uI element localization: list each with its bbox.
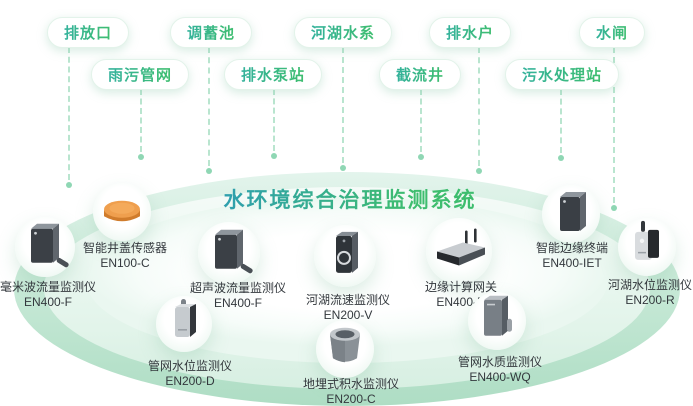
device-node-manhole [93, 183, 151, 241]
tag-label: 水闸 [595, 25, 629, 42]
device-label: 智能井盖传感器 EN100-C [83, 241, 167, 271]
device-label: 河湖水位监测仪 EN200-R [608, 278, 692, 308]
buried-water-monitor-icon [330, 327, 360, 363]
tag-paishuibengzhan: 排水泵站 [223, 59, 323, 90]
connector-line [206, 47, 212, 174]
tag-label: 河湖水系 [310, 25, 376, 42]
device-name: 超声波流量监测仪 [189, 281, 287, 295]
device-model: EN100-C [100, 256, 150, 270]
system-title: 水环境综合治理监测系统 [224, 184, 477, 214]
tag-label: 调蓄池 [186, 25, 236, 42]
edge-gateway-icon [437, 228, 485, 266]
tag-yuwuguanwang: 雨污管网 [90, 59, 190, 90]
tag-paishuihu: 排水户 [428, 17, 512, 48]
connector-line [66, 47, 72, 188]
flow-monitor-icon [31, 223, 69, 268]
device-model: EN200-D [165, 374, 215, 388]
device-node-ultrasonic-flow [198, 222, 260, 284]
device-name: 智能边缘终端 [535, 241, 609, 255]
device-node-river-level [618, 218, 676, 276]
tag-label: 污水处理站 [521, 67, 603, 84]
device-label: 智能边缘终端 EN400-IET [536, 241, 608, 271]
device-name: 毫米波流量监测仪 [0, 280, 97, 294]
tag-jieliujing: 截流井 [378, 59, 462, 90]
tag-wushuichulizhan: 污水处理站 [504, 59, 620, 90]
device-node-velocity [314, 225, 376, 287]
tag-shuizha: 水闸 [578, 17, 646, 48]
connector-line [476, 47, 482, 174]
device-name: 管网水位监测仪 [147, 359, 233, 373]
water-quality-monitor-icon [484, 295, 512, 336]
device-model: EN200-R [625, 293, 675, 307]
device-model: EN400-WQ [469, 370, 531, 384]
tag-label: 截流井 [395, 67, 445, 84]
device-name: 边缘计算网关 [424, 280, 498, 294]
tag-tiaoxuchi: 调蓄池 [169, 17, 253, 48]
device-model: EN200-V [323, 308, 373, 322]
device-node-edge-terminal [542, 185, 600, 243]
river-level-monitor-icon [635, 220, 659, 260]
flow-monitor-icon [215, 229, 253, 274]
device-label: 毫米波流量监测仪 EN400-F [0, 280, 96, 310]
device-label: 管网水质监测仪 EN400-WQ [458, 355, 542, 385]
device-label: 管网水位监测仪 EN200-D [148, 359, 232, 389]
device-node-water-quality [468, 292, 526, 350]
tag-label: 排水户 [445, 25, 495, 42]
device-name: 管网水质监测仪 [457, 355, 543, 369]
device-name: 河湖流速监测仪 [305, 293, 391, 307]
edge-terminal-icon [560, 192, 586, 231]
device-label: 河湖流速监测仪 EN200-V [306, 293, 390, 323]
tag-label: 雨污管网 [107, 67, 173, 84]
device-node-mmwave-flow [15, 217, 75, 277]
connector-line [418, 89, 424, 160]
connector-line [558, 89, 564, 161]
device-name: 地埋式积水监测仪 [302, 377, 400, 391]
device-label: 地埋式积水监测仪 EN200-C [303, 377, 399, 406]
connector-line [271, 89, 277, 159]
tag-label: 排水泵站 [240, 67, 306, 84]
tag-paifangkou: 排放口 [46, 17, 130, 48]
connector-line [138, 89, 144, 160]
device-label: 超声波流量监测仪 EN400-F [190, 281, 286, 311]
manhole-cover-icon [104, 200, 140, 222]
device-model: EN200-C [326, 392, 376, 406]
device-name: 智能井盖传感器 [82, 241, 168, 255]
device-node-edge-gateway [426, 218, 492, 284]
connector-line [340, 47, 346, 171]
velocity-monitor-icon [336, 231, 358, 273]
device-node-pipe-level [156, 296, 212, 352]
connector-line [611, 47, 617, 211]
pipe-level-monitor-icon [175, 299, 196, 337]
device-node-buried-water [316, 320, 374, 378]
device-model: EN400-F [213, 296, 263, 310]
device-name: 河湖水位监测仪 [607, 278, 693, 292]
tag-label: 排放口 [63, 25, 113, 42]
tag-hehushuixi: 河湖水系 [293, 17, 393, 48]
device-model: EN400-F [23, 295, 73, 309]
device-model: EN400-IET [542, 256, 602, 270]
